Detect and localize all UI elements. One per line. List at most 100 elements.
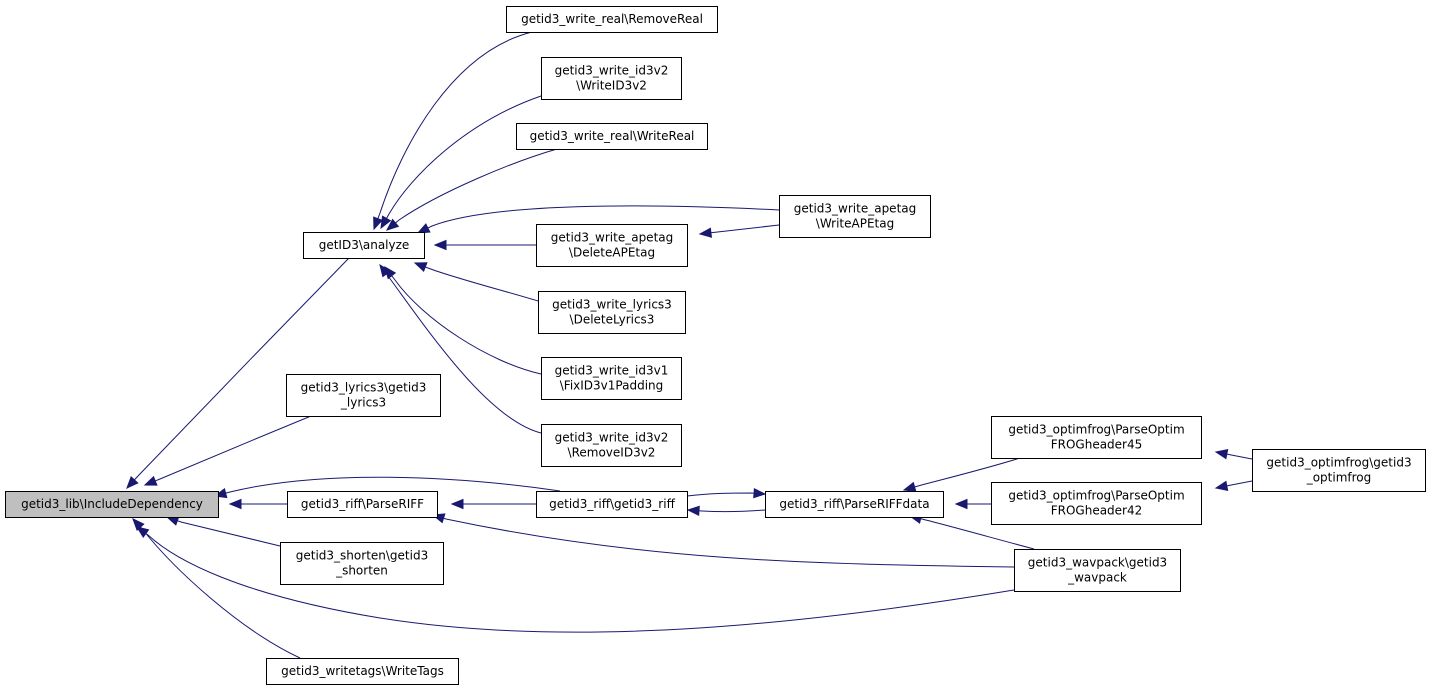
arrowhead (416, 223, 431, 234)
arrowhead (380, 215, 392, 230)
edge-line (1226, 480, 1253, 487)
edge-fix_id3v1-to-analyze (384, 265, 542, 375)
arrowhead (1214, 449, 1229, 460)
node-box (536, 224, 688, 267)
edge-write_real-to-analyze (385, 148, 558, 231)
node-label: getid3_wavpack\getid3 (1028, 556, 1167, 570)
edge-line (391, 275, 542, 375)
nodes-layer: getid3_lib\IncludeDependency getID3\analy… (5, 6, 1426, 685)
node-write-tags[interactable]: getid3_writetags\WriteTags (266, 658, 459, 685)
node-label: getid3_lib\IncludeDependency (21, 497, 203, 511)
node-shorten[interactable]: getid3_shorten\getid3_shorten (280, 542, 444, 585)
node-label: _shorten (335, 564, 388, 578)
node-parse-riff-data[interactable]: getid3_riff\ParseRIFFdata (765, 491, 944, 518)
arrowhead (385, 218, 400, 231)
edge-optimfrog-to-optimfrog42 (1214, 480, 1253, 491)
edge-optimfrog-to-optimfrog45 (1214, 449, 1253, 460)
edge-line (386, 273, 542, 434)
arrowhead (379, 263, 392, 278)
arrowhead (126, 475, 139, 489)
edge-lyrics3-to-include_dependency (143, 415, 312, 486)
node-label: \FixID3v1Padding (560, 379, 664, 393)
node-label: getid3_write_apetag (551, 231, 674, 245)
arrowhead (228, 498, 242, 510)
node-label: _wavpack (1067, 571, 1127, 585)
edge-remove_real-to-analyze (373, 31, 533, 231)
node-label: getid3_optimfrog\ParseOptim (1008, 489, 1184, 503)
node-label: getid3_optimfrog\getid3 (1266, 456, 1411, 470)
node-label: getid3_write_apetag (794, 202, 917, 216)
edge-line (1226, 453, 1253, 460)
node-box (280, 542, 444, 585)
node-label: getID3\analyze (319, 238, 410, 252)
arrowhead (450, 498, 464, 510)
edge-delete_apetag-to-analyze (433, 239, 536, 251)
node-parse-riff[interactable]: getid3_riff\ParseRIFF (287, 491, 438, 518)
edge-riff_getid3_riff-to-parse_riff (450, 498, 536, 510)
edge-line (145, 533, 1015, 633)
edge-line (386, 95, 542, 219)
edge-line (686, 492, 755, 497)
node-box (286, 374, 441, 417)
node-box (1014, 549, 1181, 592)
edge-line (914, 457, 1021, 488)
node-lyrics3[interactable]: getid3_lyrics3\getid3_lyrics3 (286, 374, 441, 417)
node-write-apetag[interactable]: getid3_write_apetag\WriteAPEtag (779, 195, 931, 238)
node-fix-id3v1[interactable]: getid3_write_id3v1\FixID3v1Padding (541, 357, 682, 400)
node-include-dependency[interactable]: getid3_lib\IncludeDependency (5, 491, 219, 518)
edge-line (225, 476, 561, 494)
edge-line (425, 266, 539, 302)
edge-line (427, 205, 780, 229)
node-write-id3v2[interactable]: getid3_write_id3v2\WriteID3v2 (541, 57, 682, 100)
node-wavpack[interactable]: getid3_wavpack\getid3_wavpack (1014, 549, 1181, 592)
node-label: \RemoveID3v2 (568, 446, 656, 460)
edge-optimfrog45-to-parse_riff_data (902, 457, 1021, 492)
arrowhead (132, 518, 145, 532)
node-remove-id3v2[interactable]: getid3_write_id3v2\RemoveID3v2 (541, 424, 682, 467)
edge-delete_lyrics3-to-analyze (413, 262, 539, 302)
node-optimfrog[interactable]: getid3_optimfrog\getid3_optimfrog (1252, 449, 1426, 492)
edge-riff_getid3_riff-to-parse_riff_data (686, 487, 767, 499)
node-label: getid3_riff\ParseRIFFdata (779, 497, 929, 511)
node-label: \WriteID3v2 (576, 79, 647, 93)
node-label: getid3_write_id3v2 (555, 431, 669, 445)
node-box (303, 232, 425, 259)
node-box (5, 491, 219, 518)
node-riff-getid3-riff[interactable]: getid3_riff\getid3_riff (536, 491, 688, 518)
arrowhead (698, 227, 713, 238)
node-label: \DeleteAPEtag (569, 246, 655, 260)
node-label: getid3_write_id3v1 (555, 364, 669, 378)
edge-line (443, 517, 1015, 568)
node-label: FROGheader45 (1051, 438, 1143, 452)
edge-line (377, 31, 533, 219)
node-box (991, 416, 1202, 459)
node-box (266, 658, 459, 685)
node-box (991, 482, 1202, 525)
edge-remove_id3v2-to-analyze (379, 263, 542, 434)
node-label: getid3_write_id3v2 (555, 64, 669, 78)
node-box (516, 123, 708, 150)
edge-line (155, 415, 312, 482)
arrowhead (902, 481, 917, 492)
arrowhead (413, 262, 428, 273)
arrowhead (143, 475, 158, 486)
node-write-real[interactable]: getid3_write_real\WriteReal (516, 123, 708, 150)
edge-shorten-to-include_dependency (165, 515, 281, 547)
edge-parse_riff_data-to-riff_getid3_riff (686, 505, 766, 517)
edges-layer (126, 31, 1253, 659)
node-label: getid3_shorten\getid3 (296, 549, 428, 563)
node-delete-lyrics3[interactable]: getid3_write_lyrics3\DeleteLyrics3 (538, 291, 686, 334)
node-box (287, 491, 438, 518)
node-label: getid3_optimfrog\ParseOptim (1008, 423, 1184, 437)
node-analyze[interactable]: getID3\analyze (303, 232, 425, 259)
node-delete-apetag[interactable]: getid3_write_apetag\DeleteAPEtag (536, 224, 688, 267)
arrowhead (753, 487, 767, 499)
edge-write_tags-to-include_dependency (132, 518, 301, 659)
arrowhead (1214, 480, 1229, 491)
node-box (541, 57, 682, 100)
node-remove-real[interactable]: getid3_write_real\RemoveReal (506, 6, 718, 33)
node-label: getid3_writetags\WriteTags (281, 664, 444, 678)
